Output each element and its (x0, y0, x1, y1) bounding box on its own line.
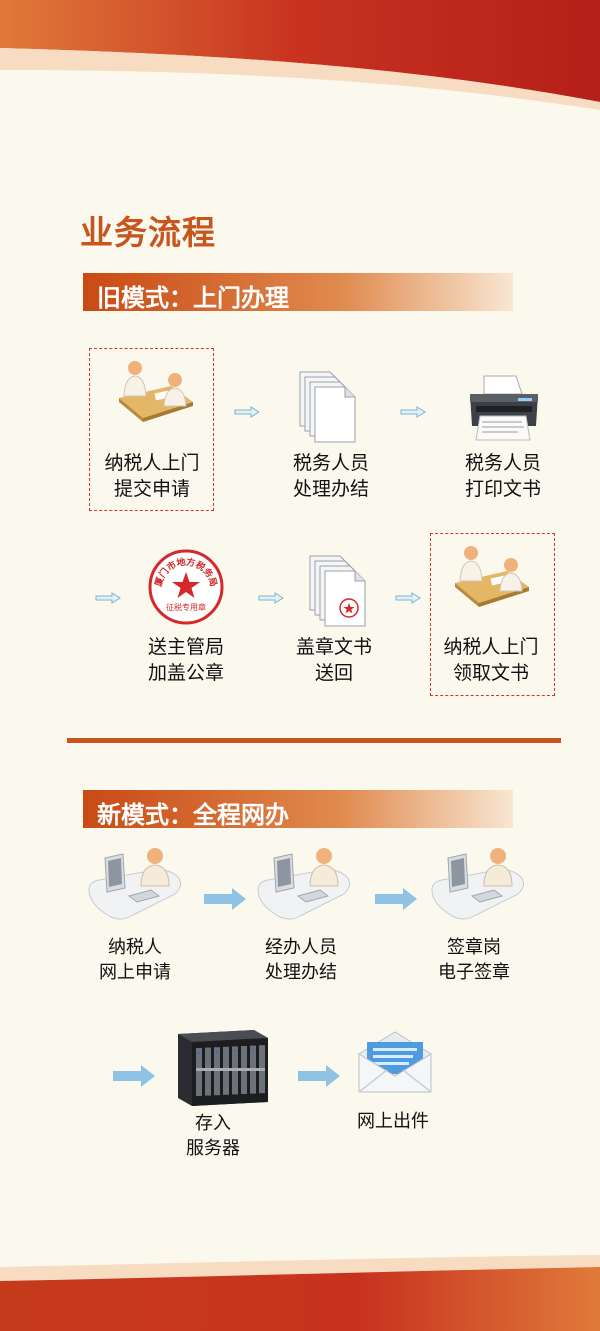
old-step-6-box (430, 533, 555, 696)
computer-user-icon (88, 848, 181, 920)
arrow-right-icon (234, 406, 260, 418)
old-step-6-label: 纳税人上门领取文书 (443, 636, 539, 684)
page-title: 业务流程 (80, 213, 216, 252)
computer-user-icon (431, 848, 524, 920)
footer-banner (0, 1255, 600, 1331)
old-step-1-box (89, 348, 214, 511)
new-mode-section-bar: 新模式：全程网办 (83, 790, 513, 829)
arrow-right-icon (95, 592, 121, 604)
arrow-right-icon (395, 592, 421, 604)
arrow-right-icon (375, 888, 417, 910)
arrow-right-icon (113, 1065, 155, 1087)
stamped-documents-icon (309, 555, 366, 627)
header-banner (0, 0, 600, 110)
old-step-4-label: 送主管局加盖公章 (147, 636, 224, 684)
arrow-right-icon (204, 888, 246, 910)
computer-user-icon (257, 848, 350, 920)
meeting-desk-icon (119, 361, 193, 422)
arrow-right-icon (400, 406, 426, 418)
documents-stack-icon (299, 371, 356, 443)
section-divider (67, 738, 561, 743)
meeting-desk-icon (455, 546, 529, 607)
arrow-right-icon (298, 1065, 340, 1087)
new-step-4-label: 存入服务器 (186, 1113, 240, 1159)
new-step-1-label: 纳税人网上申请 (99, 937, 171, 983)
official-seal-icon: 厦门市地方税务局 征税专用章 (148, 549, 224, 625)
new-step-2-label: 经办人员处理办结 (265, 937, 337, 983)
old-mode-section-bar: 旧模式：上门办理 (83, 273, 513, 312)
new-step-5-label: 网上出件 (357, 1111, 429, 1132)
server-rack-icon (178, 1030, 268, 1106)
new-mode-heading: 新模式：全程网办 (97, 800, 289, 829)
old-step-1-label: 纳税人上门提交申请 (104, 452, 200, 500)
old-step-2-label: 税务人员处理办结 (292, 452, 369, 500)
old-step-3-label: 税务人员打印文书 (464, 452, 541, 500)
printer-icon (470, 375, 538, 441)
seal-center-text: 征税专用章 (166, 602, 206, 612)
new-step-3-label: 签章岗电子签章 (438, 937, 510, 983)
old-step-5-label: 盖章文书送回 (295, 636, 372, 684)
old-mode-heading: 旧模式：上门办理 (97, 283, 289, 312)
envelope-icon (358, 1031, 432, 1093)
arrow-right-icon (258, 592, 284, 604)
